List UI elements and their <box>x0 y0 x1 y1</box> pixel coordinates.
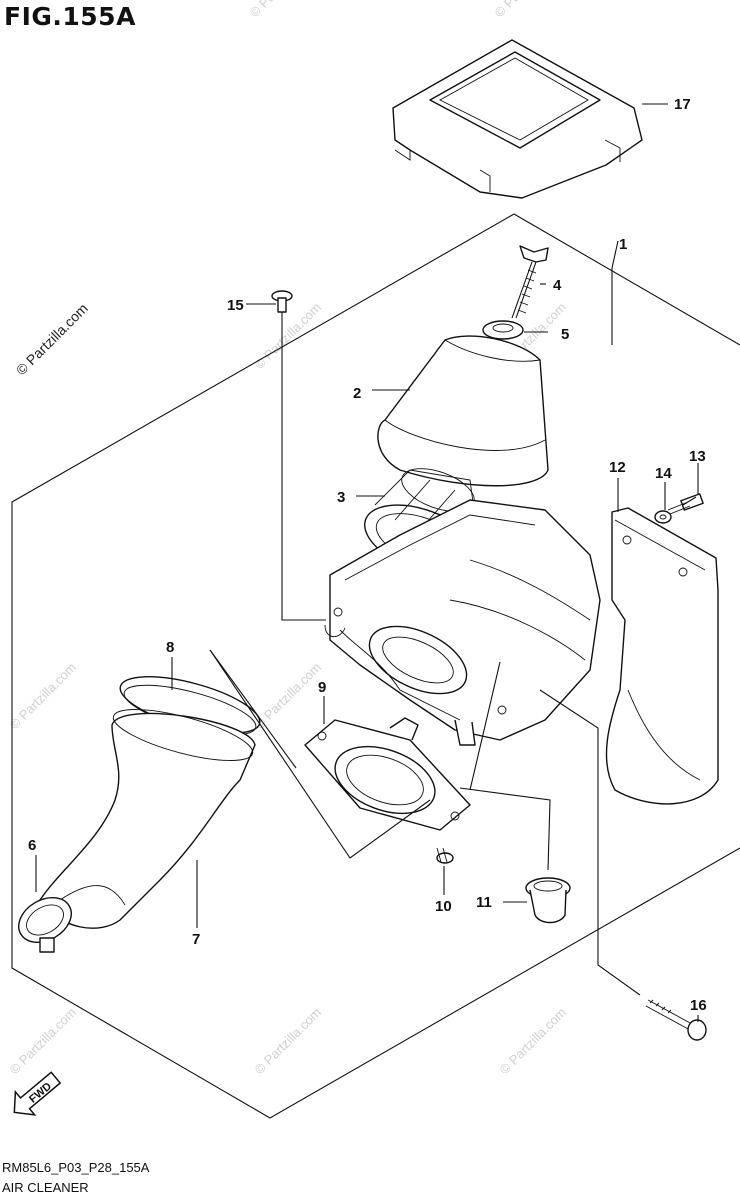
part-6-hose-clamp[interactable] <box>11 889 79 953</box>
callout-15: 15 <box>227 297 244 314</box>
watermark-text: © Partzilla.com <box>7 660 80 733</box>
part-9-flange[interactable] <box>304 717 471 831</box>
leader-lines <box>35 103 699 1022</box>
watermark-text: © Partzilla.com <box>7 1005 80 1078</box>
diagram-name: AIR CLEANER <box>2 1180 89 1195</box>
watermark-main: © Partzilla.com <box>13 300 91 378</box>
part-11-grommet[interactable] <box>525 877 571 924</box>
callout-5: 5 <box>561 326 569 343</box>
part-10-screw[interactable] <box>436 847 454 864</box>
callout-11: 11 <box>476 894 492 911</box>
callout-3: 3 <box>337 489 345 506</box>
callout-12: 12 <box>609 459 626 476</box>
part-2-filter-element[interactable] <box>377 335 549 487</box>
callout-16: 16 <box>690 997 707 1014</box>
assembly-outline <box>513 213 740 346</box>
part-13-bolt[interactable] <box>667 493 704 515</box>
figure-title: FIG.155A <box>4 2 136 31</box>
assembly-outline <box>11 213 740 1119</box>
diagram-code: RM85L6_P03_P28_155A <box>2 1160 150 1175</box>
callout-6: 6 <box>28 837 36 854</box>
callout-2: 2 <box>353 385 361 402</box>
watermark-text: © Partzilla.com <box>252 300 325 373</box>
watermark-text: © Partzilla.com <box>247 0 320 20</box>
watermark-text: © Partzilla.com <box>252 1005 325 1078</box>
watermark-text: © Partzilla.com <box>492 0 565 20</box>
callout-14: 14 <box>655 465 672 482</box>
part-14-nut[interactable] <box>654 510 672 524</box>
callout-8: 8 <box>166 639 174 656</box>
part-16-bolt[interactable] <box>645 999 707 1041</box>
callouts: 1 2 3 4 5 6 7 8 9 10 11 12 13 14 15 16 1… <box>28 96 707 1014</box>
callout-7: 7 <box>192 931 200 948</box>
part-4-wing-bolt[interactable] <box>511 245 549 319</box>
callout-10: 10 <box>435 898 452 915</box>
callout-9: 9 <box>318 679 326 696</box>
callout-1: 1 <box>619 236 627 253</box>
part-15-screw[interactable] <box>271 290 293 313</box>
part-1-air-box[interactable] <box>324 499 601 746</box>
watermark-text: © Partzilla.com <box>497 1005 570 1078</box>
part-17-cover[interactable] <box>392 39 643 199</box>
part-5-washer[interactable] <box>482 320 524 340</box>
callout-13: 13 <box>689 448 706 465</box>
callout-17: 17 <box>674 96 691 113</box>
part-12-mud-guard[interactable] <box>605 507 719 805</box>
callout-4: 4 <box>553 277 562 294</box>
part-7-intake-boot[interactable] <box>39 699 257 929</box>
